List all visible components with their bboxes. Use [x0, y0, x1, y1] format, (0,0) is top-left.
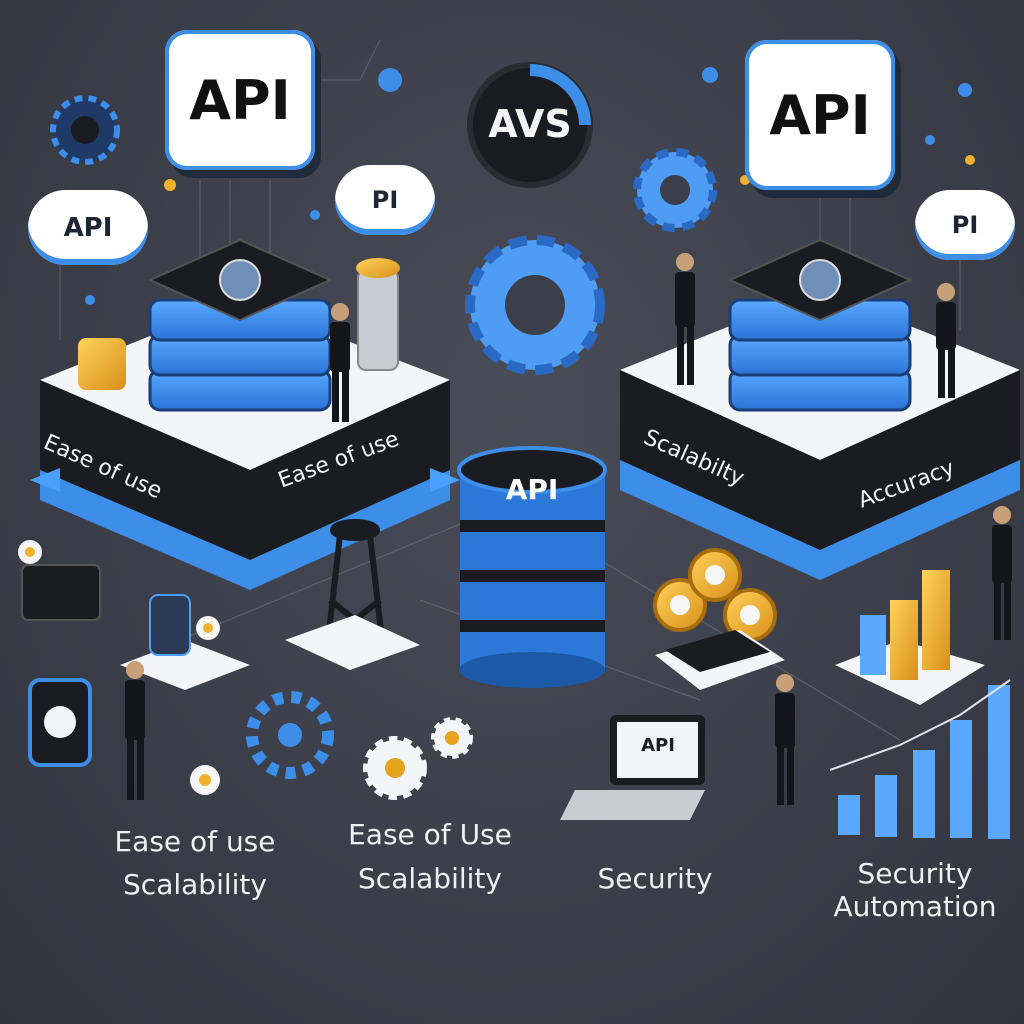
- caption-3-line-1: Security: [597, 862, 713, 895]
- tower-base: [285, 615, 420, 670]
- dark-box-icon: [21, 564, 101, 621]
- circuit-gear-icon: [50, 95, 120, 165]
- person-figure: [125, 253, 1012, 805]
- left-cloud-pi: PI: [335, 165, 435, 235]
- shield-device-icon: [28, 678, 92, 767]
- small-gear-icon: [431, 717, 473, 759]
- right-server-stack: [727, 238, 913, 412]
- coins-icon: [653, 548, 777, 642]
- laptop-center-icon: [560, 715, 705, 820]
- caption-2-line-1: Ease of Use: [348, 818, 512, 851]
- laptop-screen-text: API: [641, 735, 675, 756]
- center-database-text: API: [505, 473, 559, 506]
- caption-1-line-1: Ease of use: [114, 825, 276, 858]
- snowflake-gear-icon: [246, 691, 334, 779]
- caption-4-line-1: Security: [857, 857, 973, 890]
- right-api-sign: API: [745, 40, 895, 190]
- center-gear-small-icon: [633, 148, 717, 232]
- caption-2-line-2: Scalability: [358, 862, 502, 895]
- left-server-stack: [147, 238, 333, 412]
- caption-4-line-2: Automation: [833, 890, 997, 923]
- center-database-icon: [457, 446, 607, 688]
- robot-icon: [149, 594, 191, 656]
- right-cloud-pi: PI: [915, 190, 1015, 260]
- center-badge-text: AVS: [488, 102, 572, 146]
- flower-icon: [18, 540, 220, 795]
- connector-dots: [85, 67, 975, 305]
- laptop-right-icon: [655, 630, 785, 690]
- gold-drum-icon: [356, 258, 400, 371]
- left-api-sign: API: [165, 30, 315, 170]
- center-badge-icon: [467, 62, 593, 188]
- center-gear-large-icon: [465, 235, 605, 375]
- bar-chart-icon: [860, 570, 950, 680]
- left-cloud-api: API: [28, 190, 148, 265]
- white-gear-icon: [363, 736, 427, 800]
- growth-chart-icon: [829, 679, 1011, 839]
- gold-cube-icon: [78, 338, 126, 390]
- caption-1-line-2: Scalability: [123, 868, 267, 901]
